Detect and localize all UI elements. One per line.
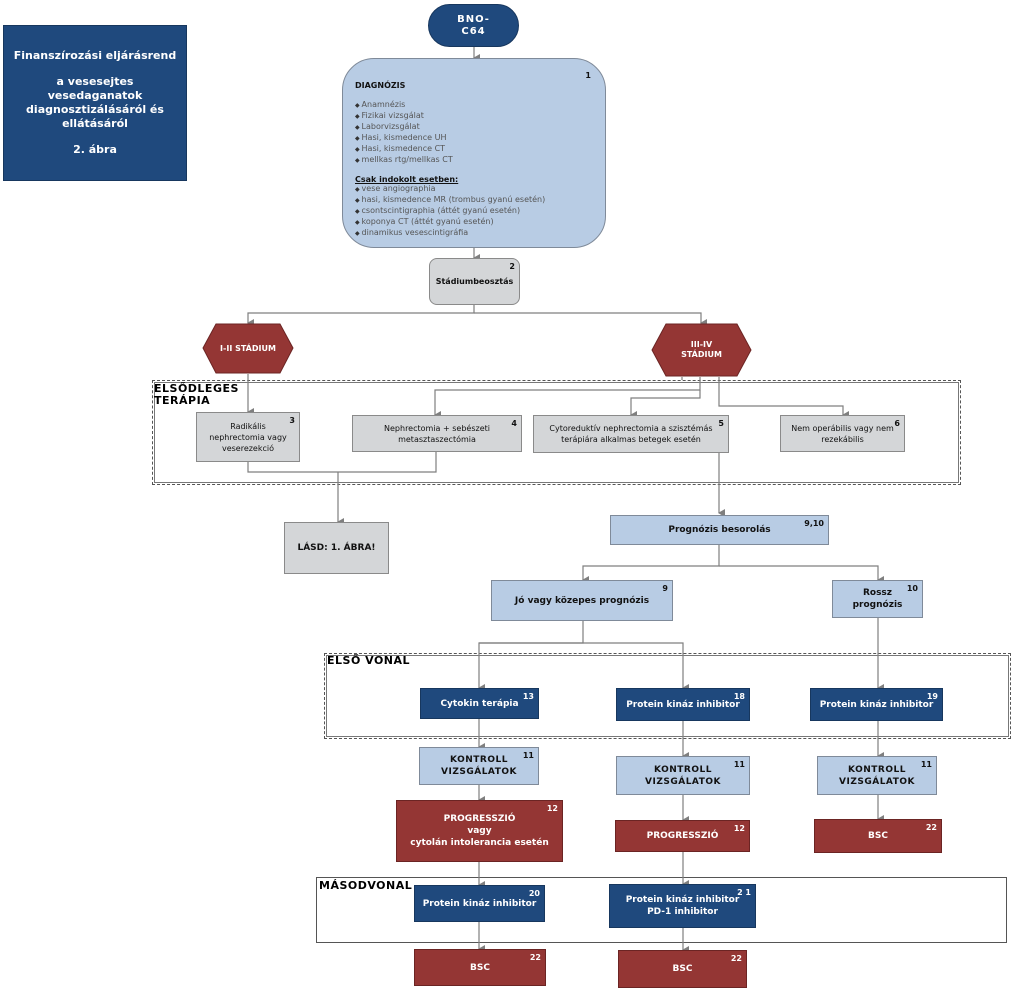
control-exams-label: KONTROLL VIZSGÁLATOK <box>645 764 721 787</box>
cytoreductive-nephrectomy-node: 5 Cytoreduktív nephrectomia a szisztémás… <box>533 415 729 453</box>
progression-intolerance-node: 12 PROGRESSZIÓ vagy cytolán intolerancia… <box>396 800 563 862</box>
stage-1-2-hexagon <box>202 323 294 374</box>
node-number: 11 <box>920 760 932 769</box>
node-number: 4 <box>511 419 517 428</box>
node-number: 22 <box>730 954 742 963</box>
first-line-frame <box>324 653 1011 739</box>
progression-node: 12 PROGRESSZIÓ <box>615 820 750 852</box>
title-line-3: 2. ábra <box>73 143 117 156</box>
node-number: 6 <box>894 419 900 428</box>
bno-code-node: BNO- C64 <box>428 4 519 47</box>
node-number: 18 <box>733 692 745 701</box>
bno-label: BNO- C64 <box>457 13 490 37</box>
inoperable-node: 6 Nem operábilis vagy nem rezekábilis <box>780 415 905 452</box>
diagnosis-conditional-item: dinamikus vesescintigráfia <box>355 228 545 239</box>
bad-prognosis-node: 10 Rossz prognózis <box>832 580 923 618</box>
node-number: 22 <box>529 953 541 962</box>
protein-kinase-inhibitor-18-label: Protein kináz inhibitor <box>626 699 740 710</box>
see-figure-1-label: LÁSD: 1. ÁBRA! <box>297 543 376 553</box>
stage-3-4-label: III-IV STÁDIUM <box>681 340 722 359</box>
diagnosis-conditional-list: vese angiographia hasi, kismedence MR (t… <box>355 184 546 239</box>
node-number: 20 <box>528 889 540 898</box>
diagnosis-node: 1 DIAGNÓZIS Anamnézis Fizikai vizsgálat … <box>342 58 606 248</box>
node-number: 2 <box>509 262 515 271</box>
node-number: 9,10 <box>804 519 824 528</box>
title-line-1: Finanszírozási eljárásrend <box>13 49 177 62</box>
diagnosis-conditional-item: vese angiographia <box>355 184 545 195</box>
diagnosis-conditional-item: hasi, kismedence MR (trombus gyanú eseté… <box>355 195 546 206</box>
diagnosis-list: Anamnézis Fizikai vizsgálat Laborvizsgál… <box>355 100 453 166</box>
bsc-node: 22 BSC <box>414 949 546 986</box>
node-number: 3 <box>289 416 295 425</box>
diagram-title-box: Finanszírozási eljárásrend a vesesejtes … <box>3 25 187 181</box>
bsc-label: BSC <box>868 831 888 841</box>
control-exams-node: 11 KONTROLL VIZSGÁLATOK <box>616 756 750 795</box>
see-figure-1-node: LÁSD: 1. ÁBRA! <box>284 522 389 574</box>
progression-intolerance-label: PROGRESSZIÓ vagy cytolán intolerancia es… <box>410 814 549 848</box>
protein-kinase-inhibitor-20-node: 20 Protein kináz inhibitor <box>414 885 545 922</box>
cytokine-therapy-node: 13 Cytokin terápia <box>420 688 539 719</box>
node-number: 2 1 <box>737 888 751 897</box>
diagnosis-conditional-title: Csak indokolt esetben: <box>355 175 459 184</box>
inoperable-label: Nem operábilis vagy nem rezekábilis <box>791 423 894 444</box>
diagnosis-title: DIAGNÓZIS <box>355 81 406 90</box>
staging-label: Stádiumbeosztás <box>435 276 514 286</box>
good-prognosis-label: Jó vagy közepes prognózis <box>514 595 650 606</box>
cytoreductive-nephrectomy-label: Cytoreduktív nephrectomia a szisztémás t… <box>549 424 713 444</box>
node-number: 13 <box>522 692 534 701</box>
diagnosis-item: Hasi, kismedence UH <box>355 133 453 144</box>
stage-3-4-hexagon <box>651 323 752 377</box>
node-number: 5 <box>718 419 724 428</box>
title-line-2: a vesesejtes vesedaganatok diagnosztizál… <box>26 75 164 130</box>
primary-therapy-title: ELSŐDLEGES TERÁPIA <box>154 382 239 407</box>
second-line-frame <box>316 877 1007 943</box>
node-number: 11 <box>522 751 534 760</box>
node-number: 11 <box>733 760 745 769</box>
radical-nephrectomy-label: Radikális nephrectomia vagy veserezekció <box>209 421 287 453</box>
control-exams-node: 11 KONTROLL VIZSGÁLATOK <box>817 756 937 795</box>
second-line-title: MÁSODVONAL <box>319 879 413 892</box>
bsc-label: BSC <box>672 964 693 974</box>
diagnosis-item: Fizikai vizsgálat <box>355 111 453 122</box>
protein-kinase-inhibitor-19-node: 19 Protein kináz inhibitor <box>810 688 943 721</box>
nephrectomy-metastasectomy-label: Nephrectomia + sebészeti metasztaszectóm… <box>384 423 490 444</box>
nephrectomy-metastasectomy-node: 4 Nephrectomia + sebészeti metasztaszect… <box>352 415 522 452</box>
staging-node: 2 Stádiumbeosztás <box>429 258 520 305</box>
node-number: 9 <box>662 584 668 593</box>
pki-pd1-inhibitor-node: 2 1 Protein kináz inhibitor PD-1 inhibit… <box>609 884 756 928</box>
stage-1-2-label: I-II STÁDIUM <box>220 343 276 353</box>
pki-pd1-inhibitor-label: Protein kináz inhibitor PD-1 inhibitor <box>625 895 740 917</box>
control-exams-label: KONTROLL VIZSGÁLATOK <box>441 755 517 777</box>
first-line-title: ELSŐ VONAL <box>327 654 411 667</box>
bad-prognosis-label: Rossz prognózis <box>852 588 903 610</box>
bsc-node: 22 BSC <box>814 819 942 853</box>
bsc-node: 22 BSC <box>618 950 747 988</box>
diagnosis-item: Anamnézis <box>355 100 453 111</box>
cytokine-therapy-label: Cytokin terápia <box>440 698 519 709</box>
progression-label: PROGRESSZIÓ <box>646 831 719 841</box>
node-number: 10 <box>906 584 918 593</box>
diagnosis-conditional-item: csontscintigraphia (áttét gyanú esetén) <box>355 206 545 217</box>
node-number: 1 <box>585 71 591 80</box>
control-exams-node: 11 KONTROLL VIZSGÁLATOK <box>419 747 539 785</box>
protein-kinase-inhibitor-19-label: Protein kináz inhibitor <box>819 699 934 710</box>
protein-kinase-inhibitor-20-label: Protein kináz inhibitor <box>422 898 537 909</box>
node-number: 22 <box>925 823 937 832</box>
prognosis-classification-node: 9,10 Prognózis besorolás <box>610 515 829 545</box>
diagnosis-item: Hasi, kismedence CT <box>355 144 453 155</box>
node-number: 12 <box>546 804 558 813</box>
radical-nephrectomy-node: 3 Radikális nephrectomia vagy veserezekc… <box>196 412 300 462</box>
bsc-label: BSC <box>470 962 490 973</box>
prognosis-classification-label: Prognózis besorolás <box>668 525 771 535</box>
good-prognosis-node: 9 Jó vagy közepes prognózis <box>491 580 673 621</box>
primary-therapy-frame <box>152 380 961 485</box>
control-exams-label: KONTROLL VIZSGÁLATOK <box>839 764 915 787</box>
node-number: 12 <box>733 824 745 833</box>
diagnosis-item: mellkas rtg/mellkas CT <box>355 155 453 166</box>
diagnosis-item: Laborvizsgálat <box>355 122 453 133</box>
diagnosis-conditional-item: koponya CT (áttét gyanú esetén) <box>355 217 545 228</box>
protein-kinase-inhibitor-18-node: 18 Protein kináz inhibitor <box>616 688 750 721</box>
node-number: 19 <box>926 692 938 701</box>
